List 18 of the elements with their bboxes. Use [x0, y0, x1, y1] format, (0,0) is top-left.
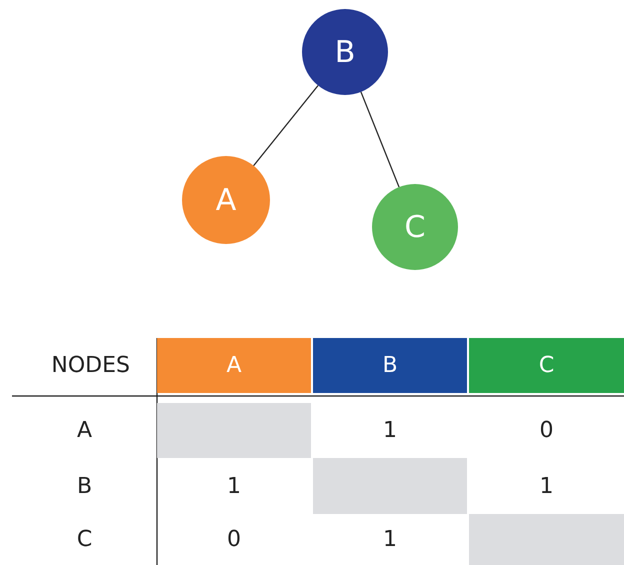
row-header: A	[76, 417, 94, 445]
table-cell-text: 1	[538, 472, 554, 500]
graph-node-circle: A	[182, 156, 270, 244]
table-corner-heading: NODES	[50, 352, 131, 380]
edge-line	[360, 92, 400, 188]
row-header: C	[76, 526, 94, 554]
table-cell-text: 1	[382, 526, 398, 554]
edge-line	[253, 85, 319, 166]
row-header: B	[76, 472, 94, 500]
column-header-cell: B	[313, 338, 467, 393]
column-header-cell: A	[157, 338, 311, 393]
graph-node-circle: B	[302, 9, 388, 95]
table-cell-text: 1	[382, 417, 398, 445]
table-cell-text: 1	[226, 472, 242, 500]
column-header-cell: C	[469, 338, 624, 393]
graph-node-circle: C	[372, 184, 458, 270]
table-cell-text: 0	[226, 526, 242, 554]
table-cell-text: 0	[538, 417, 554, 445]
